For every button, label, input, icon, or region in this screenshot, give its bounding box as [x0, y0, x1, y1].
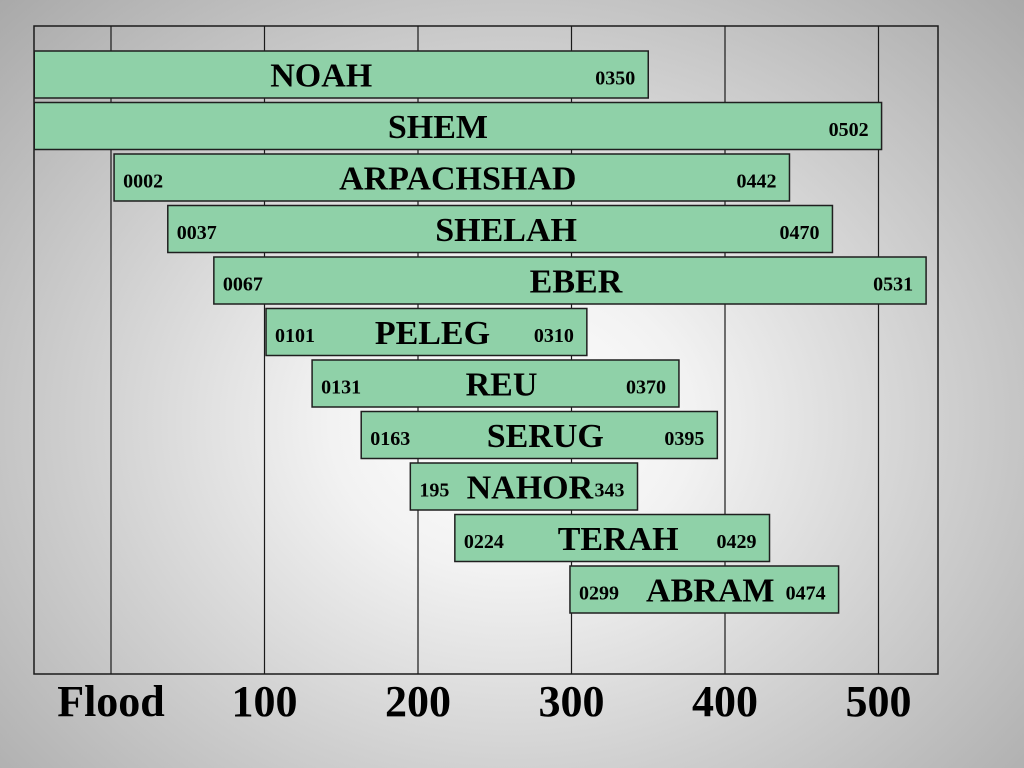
bar-start-label: 0002: [123, 171, 163, 193]
bar-end-label: 0502: [829, 119, 869, 141]
bar-peleg: 0101 0310 PELEG: [265, 307, 588, 357]
bar-start-label: 195: [419, 480, 449, 502]
bar-start-label: 0037: [177, 222, 217, 244]
bar-end-label: 343: [595, 480, 625, 502]
bar-name-label: SHELAH: [435, 212, 577, 249]
bar-name-label: NAHOR: [467, 470, 594, 507]
bar-start-label: 0224: [464, 531, 504, 553]
bar-start-label: 0299: [579, 583, 619, 605]
bar-name-label: ARPACHSHAD: [339, 161, 576, 198]
bar-rect: [454, 513, 771, 563]
bar-end-label: 0395: [664, 428, 704, 450]
bar-rect: [33, 101, 883, 151]
x-tick-label: 400: [692, 677, 758, 726]
bar-arpachshad: 0002 0442 ARPACHSHAD: [113, 153, 791, 202]
bar-name-label: NOAH: [270, 58, 372, 95]
bar-name-label: EBER: [530, 264, 623, 301]
x-tick-label: 300: [539, 677, 605, 726]
bar-terah: 0224 0429 TERAH: [454, 513, 771, 563]
x-tick-label: Flood: [57, 677, 165, 726]
bar-end-label: 0442: [736, 171, 776, 193]
bar-end-label: 0370: [626, 377, 666, 399]
bar-shem: 0502 SHEM: [33, 101, 883, 151]
bar-shelah: 0037 0470 SHELAH: [167, 204, 834, 254]
bar-rect: [113, 153, 791, 202]
bar-name-label: PELEG: [375, 315, 490, 352]
bar-rect: [311, 359, 680, 408]
bar-end-label: 0350: [595, 68, 635, 90]
bar-rect: [33, 50, 649, 99]
bar-end-label: 0470: [779, 222, 819, 244]
x-tick-label: 500: [846, 677, 912, 726]
bar-start-label: 0131: [321, 377, 361, 399]
bar-rect: [409, 462, 639, 511]
bar-layer: 0350 NOAH 0502 SHEM 0002 0442 ARPACHSHAD 0037 04…: [33, 50, 927, 614]
bar-start-label: 0101: [275, 325, 315, 347]
bar-end-label: 0429: [717, 531, 757, 553]
bar-reu: 0131 0370 REU: [311, 359, 680, 408]
x-tick-label: 200: [385, 677, 451, 726]
bar-name-label: TERAH: [558, 521, 679, 558]
bar-rect: [360, 410, 719, 460]
bar-start-label: 0067: [223, 274, 263, 296]
bar-rect: [213, 256, 927, 305]
bar-name-label: REU: [466, 367, 538, 404]
bar-end-label: 0310: [534, 325, 574, 347]
bar-rect: [265, 307, 588, 357]
x-axis-tick-labels: Flood 100 200 300 400 500: [57, 677, 911, 726]
x-tick-label: 100: [232, 677, 298, 726]
bar-rect: [569, 565, 840, 614]
bar-abram: 0299 0474 ABRAM: [569, 565, 840, 614]
bar-rect: [167, 204, 834, 254]
bar-serug: 0163 0395 SERUG: [360, 410, 719, 460]
plot-frame: [33, 25, 939, 675]
bar-end-label: 0531: [873, 274, 913, 296]
bar-name-label: SHEM: [388, 109, 488, 146]
bar-end-label: 0474: [786, 583, 826, 605]
bar-noah: 0350 NOAH: [33, 50, 649, 99]
bar-name-label: ABRAM: [646, 573, 774, 610]
bar-name-label: SERUG: [487, 418, 604, 455]
bar-eber: 0067 0531 EBER: [213, 256, 927, 305]
bar-start-label: 0163: [370, 428, 410, 450]
